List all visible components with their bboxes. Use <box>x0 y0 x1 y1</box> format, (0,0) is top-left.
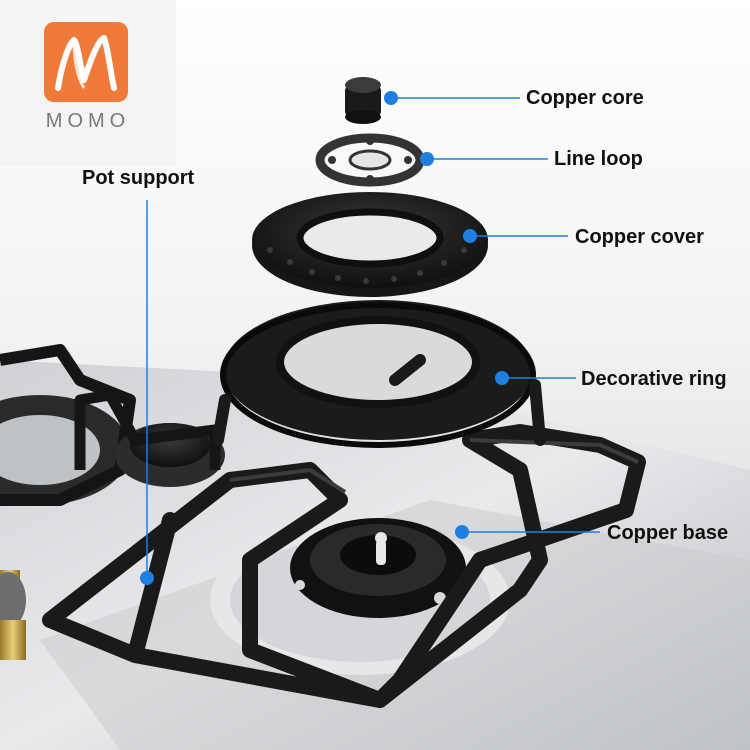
copper-core-part <box>345 85 381 117</box>
label-pot-support: Pot support <box>82 167 195 189</box>
momo-logo-icon <box>44 22 128 102</box>
pointer-dots <box>140 91 509 585</box>
pointer-lines <box>146 97 600 578</box>
pot-support-part <box>42 424 646 708</box>
label-decorative-ring: Decorative ring <box>581 368 727 390</box>
label-copper-cover: Copper cover <box>575 226 704 248</box>
logo-text: MOMO <box>45 110 131 132</box>
logo: MOMO <box>0 0 176 166</box>
label-line-loop: Line loop <box>554 148 643 170</box>
label-copper-base: Copper base <box>607 522 729 544</box>
label-copper-core: Copper core <box>526 87 644 109</box>
